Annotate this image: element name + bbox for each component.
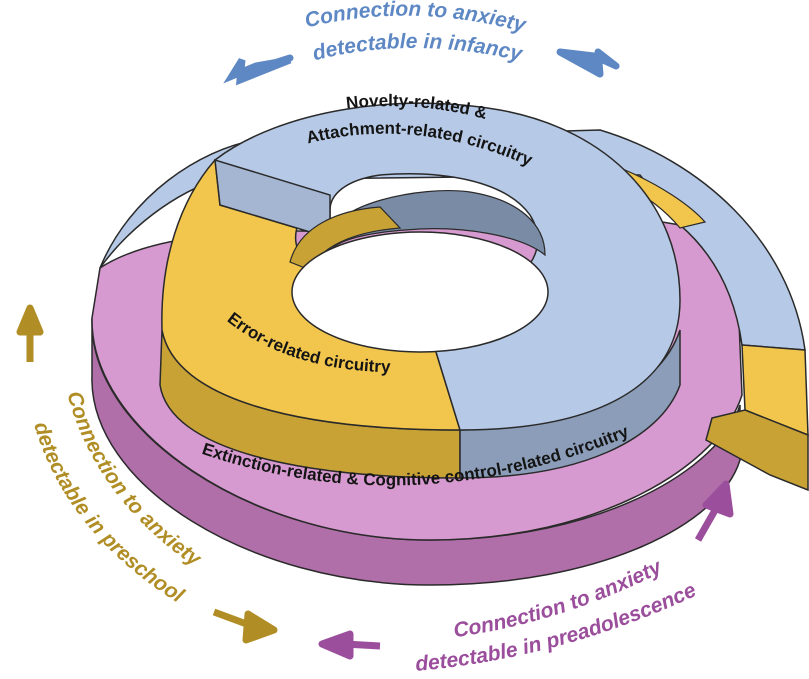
arrow-up-icon xyxy=(694,480,734,542)
arrow-up-icon xyxy=(16,304,44,362)
hole-opening xyxy=(291,231,549,353)
infancy-caption-line2: detectable in infancy xyxy=(310,30,525,66)
hole-inner-wall-blue xyxy=(329,190,546,257)
novelty-ring xyxy=(214,102,681,479)
arrow-right-icon xyxy=(556,48,620,78)
arrow-right-icon xyxy=(212,608,278,644)
center-hole xyxy=(289,190,549,353)
arrow-left-icon xyxy=(223,54,294,86)
novelty-ring-top xyxy=(214,102,681,431)
infancy-caption: Connection to anxiety detectable in infa… xyxy=(223,0,620,86)
arrow-left-icon xyxy=(318,630,381,660)
yellow-spiral-end-side xyxy=(705,409,809,492)
